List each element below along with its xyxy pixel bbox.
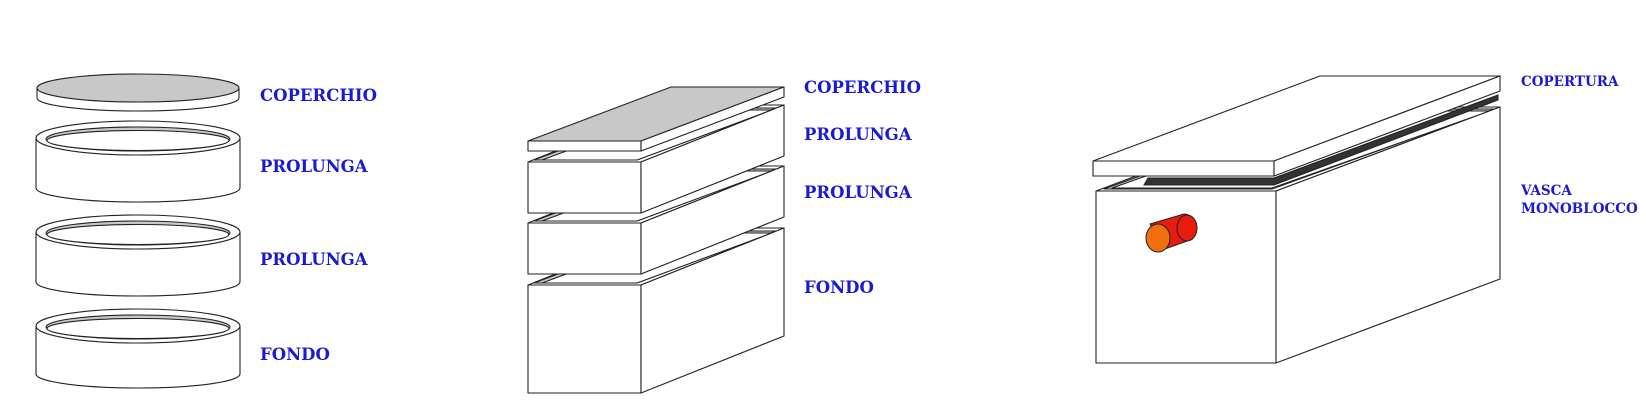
rectangular-stack-diagram: COPERCHIO PROLUNGA PROLUNGA FONDO: [527, 78, 921, 394]
circular-ring-1: [35, 120, 241, 203]
label-rect-ring-1: PROLUNGA: [804, 125, 912, 144]
monoblock-tank-diagram: COPERTURA VASCA MONOBLOCCO: [1092, 74, 1638, 364]
label-monoblock-tank-line2: MONOBLOCCO: [1521, 201, 1638, 217]
label-circular-ring-2: PROLUNGA: [260, 250, 368, 269]
circular-ring-2: [35, 214, 241, 297]
circular-lid: [36, 73, 240, 112]
rect-lid: [527, 86, 785, 152]
inlet-pipe: [1145, 213, 1198, 253]
circular-stack-diagram: COPERCHIO PROLUNGA PROLUNGA FONDO: [35, 73, 377, 389]
label-rect-bottom: FONDO: [804, 278, 874, 297]
label-circular-lid: COPERCHIO: [260, 86, 377, 105]
label-rect-ring-2: PROLUNGA: [804, 183, 912, 202]
label-monoblock-tank-line1: VASCA: [1520, 183, 1572, 199]
label-circular-bottom: FONDO: [260, 345, 330, 364]
label-monoblock-cover: COPERTURA: [1521, 74, 1619, 90]
monoblock-cover: [1092, 75, 1501, 186]
circular-bottom: [35, 308, 241, 389]
label-circular-ring-1: PROLUNGA: [260, 157, 368, 176]
label-rect-lid: COPERCHIO: [804, 78, 921, 97]
